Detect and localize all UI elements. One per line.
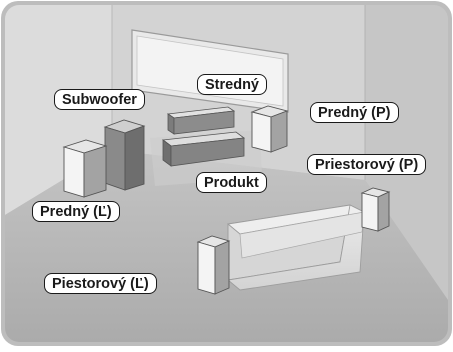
front-right-speaker [250, 105, 289, 153]
label-surround-left: Piestorový (Ľ) [44, 273, 157, 294]
right-wall [365, 5, 448, 300]
label-front-left: Predný (Ľ) [32, 201, 120, 222]
subwoofer-speaker [103, 119, 146, 191]
label-surround-right: Priestorový (P) [307, 154, 427, 175]
label-center: Stredný [197, 74, 267, 95]
surround-left-speaker [196, 235, 231, 295]
sofa [226, 204, 366, 291]
center-speaker [166, 106, 236, 135]
label-product: Produkt [196, 172, 267, 193]
front-left-speaker [62, 139, 108, 198]
label-subwoofer: Subwoofer [54, 89, 145, 110]
label-front-right: Predný (P) [310, 102, 399, 123]
surround-right-speaker [360, 187, 391, 232]
product-unit [161, 131, 246, 167]
